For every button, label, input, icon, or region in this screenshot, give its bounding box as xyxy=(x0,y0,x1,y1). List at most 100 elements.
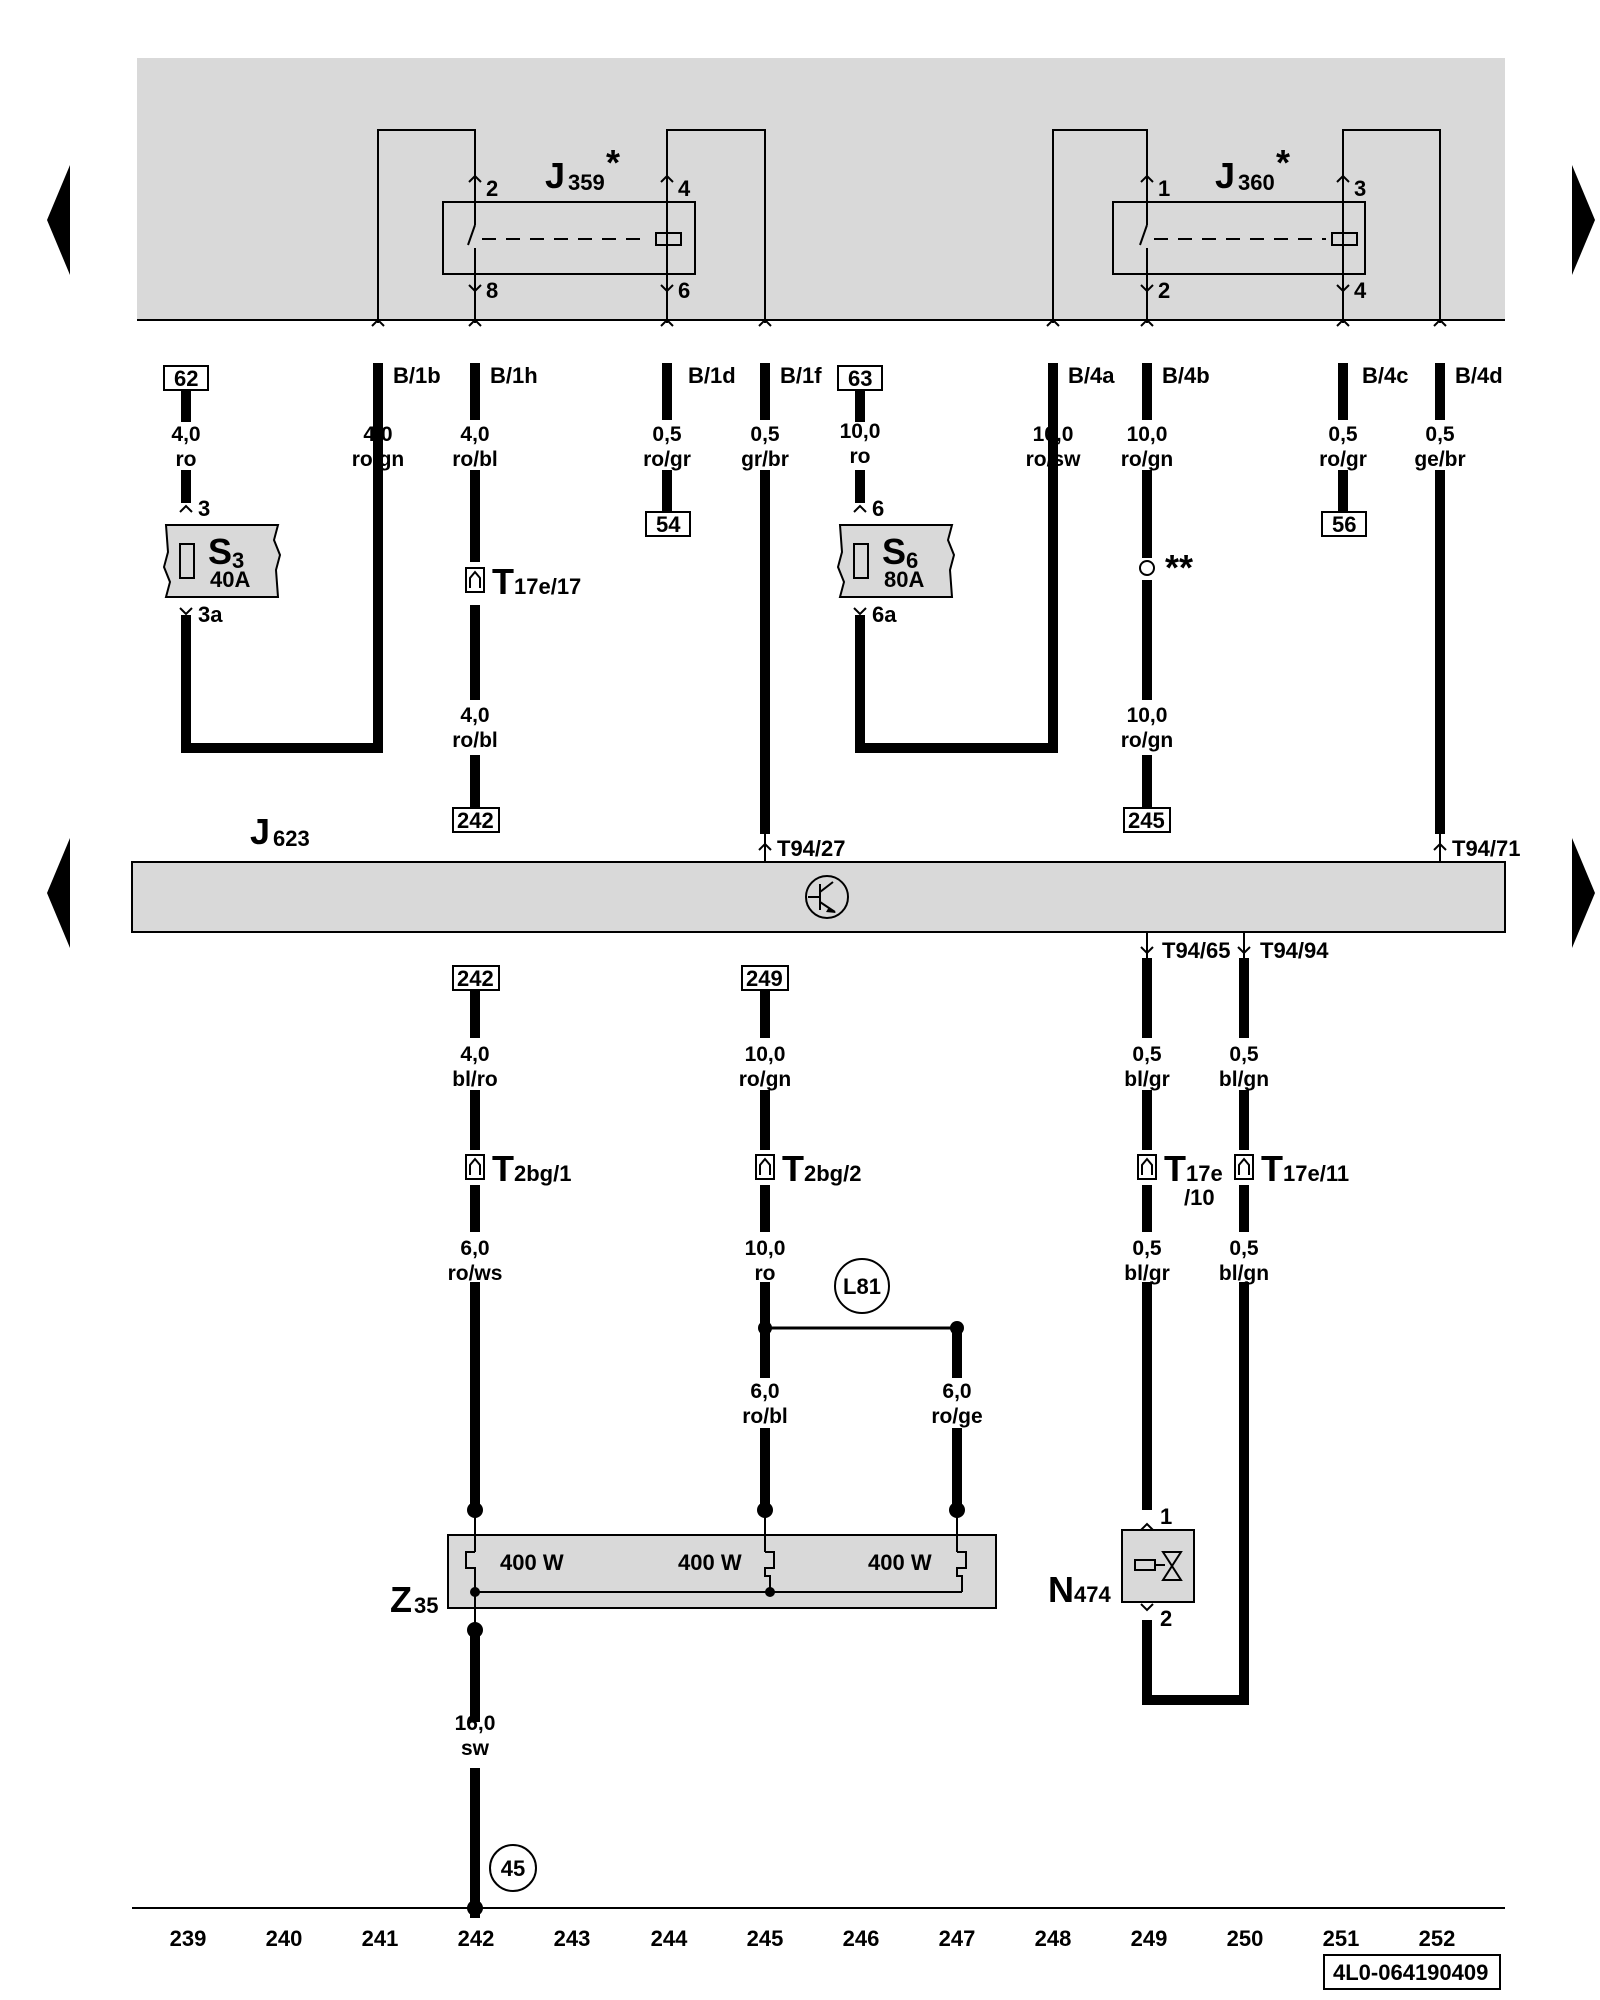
wire-63-color: ro xyxy=(850,445,871,468)
wire-b4a-color: ro/sw xyxy=(1026,448,1082,471)
ref-box-249[interactable]: 249 xyxy=(741,965,789,991)
connector-t2bg1-label: T xyxy=(492,1148,514,1189)
ref-circle-l81[interactable]: L81 xyxy=(834,1258,890,1314)
next-page-arrow-top[interactable] xyxy=(1572,165,1595,275)
fuse-s3-name: S xyxy=(208,531,232,572)
connector-t17e11-icon xyxy=(1234,1154,1254,1180)
valve-name: N xyxy=(1048,1569,1074,1610)
connector-t2bg2-icon xyxy=(755,1154,775,1180)
relay-j360 xyxy=(1052,129,1441,323)
wire-b1f-size: 0,5 xyxy=(750,423,780,446)
wire-b1b-size: 4,0 xyxy=(363,423,392,446)
connector-t2bg2-label: T xyxy=(782,1148,804,1189)
control-unit-number: 623 xyxy=(273,826,310,851)
track-250: 250 xyxy=(1227,1926,1264,1951)
track-243: 243 xyxy=(554,1926,591,1951)
fuse-s3-pin-out: 3a xyxy=(198,602,223,627)
svg-text:242: 242 xyxy=(457,966,494,991)
connector-t2bg2-number: 2bg/2 xyxy=(804,1161,861,1186)
wire-63-size: 10,0 xyxy=(840,420,881,443)
wire-b1d-color: ro/gr xyxy=(643,448,691,471)
ref-box-245[interactable]: 245 xyxy=(1123,807,1171,833)
wire-ground-size: 16,0 xyxy=(455,1712,496,1735)
fuse-s3-rating: 40A xyxy=(210,567,250,592)
terminal-b4b: B/4b xyxy=(1162,363,1210,388)
wire-b4b-color: ro/gn xyxy=(1121,448,1174,471)
heater-z35 xyxy=(447,1534,997,1609)
relay-j360-name: J xyxy=(1215,155,1235,196)
wire-t94b-color: bl/gn xyxy=(1219,1262,1269,1285)
relay-j359-pin-4: 4 xyxy=(678,176,691,201)
relay-j359 xyxy=(377,129,766,323)
wire-242b-color: ro/ws xyxy=(448,1262,503,1285)
heater-elements xyxy=(465,1510,967,1630)
fuse-s6-rating: 80A xyxy=(884,567,924,592)
pin-t94-65: T94/65 xyxy=(1162,938,1231,963)
control-unit-name: J xyxy=(250,811,270,852)
heater-common-node xyxy=(470,1587,480,1597)
svg-text:56: 56 xyxy=(1332,512,1356,537)
ref-circle-45[interactable]: 45 xyxy=(489,1844,537,1892)
next-page-arrow-bottom[interactable] xyxy=(1572,838,1595,948)
wire-249d-size: 6,0 xyxy=(942,1380,971,1403)
track-249: 249 xyxy=(1131,1926,1168,1951)
ref-box-62[interactable]: 62 xyxy=(163,365,209,391)
wire-62-size: 4,0 xyxy=(171,423,200,446)
wire-b4c-size: 0,5 xyxy=(1328,423,1358,446)
ref-box-63[interactable]: 63 xyxy=(837,365,883,391)
wire-242b-size: 6,0 xyxy=(460,1237,489,1260)
wire-249b-color: ro xyxy=(755,1262,776,1285)
wire-249-size: 10,0 xyxy=(745,1043,786,1066)
pin-t94-27: T94/27 xyxy=(777,836,846,861)
heater-name: Z xyxy=(390,1579,412,1620)
terminal-b1h: B/1h xyxy=(490,363,538,388)
wire-t94-size: 0,5 xyxy=(1229,1043,1259,1066)
connector-t2bg1-number: 2bg/1 xyxy=(514,1161,571,1186)
wire-b4b-size-2: 10,0 xyxy=(1127,704,1168,727)
prev-page-arrow-bottom[interactable] xyxy=(47,838,70,948)
heater-node-2 xyxy=(765,1587,775,1597)
document-code-box: 4L0-064190409 xyxy=(1323,1954,1501,1990)
wire-242-color: bl/ro xyxy=(452,1068,498,1091)
relay-panel xyxy=(137,58,1505,320)
wire-249c-color: ro/bl xyxy=(742,1405,788,1428)
valve-pin1-marker xyxy=(1140,1522,1154,1531)
splice-point xyxy=(1139,560,1155,576)
track-244: 244 xyxy=(651,1926,688,1951)
relay-j359-pin-8: 8 xyxy=(486,278,498,303)
wire-t65-color: bl/gr xyxy=(1124,1068,1170,1091)
valve-pin-2: 2 xyxy=(1160,1606,1172,1631)
track-241: 241 xyxy=(362,1926,399,1951)
transistor-icon xyxy=(805,875,849,919)
terminal-b1f: B/1f xyxy=(780,363,822,388)
wire-t94b-size: 0,5 xyxy=(1229,1237,1259,1260)
wire-b4b-color-2: ro/gn xyxy=(1121,729,1174,752)
connector-t17e10-number: 17e xyxy=(1186,1161,1223,1186)
track-240: 240 xyxy=(266,1926,303,1951)
heater-element-1: 400 W xyxy=(500,1550,564,1575)
prev-page-arrow-top[interactable] xyxy=(47,165,70,275)
connector-t17e10-number-2: /10 xyxy=(1184,1185,1215,1210)
connector-t2bg1-icon xyxy=(465,1154,485,1180)
ref-box-54[interactable]: 54 xyxy=(645,511,691,537)
wire-249d-color: ro/ge xyxy=(931,1405,982,1428)
ref-box-242-top[interactable]: 242 xyxy=(452,807,500,833)
valve-icon xyxy=(1134,1551,1183,1581)
ref-box-242-lower[interactable]: 242 xyxy=(452,965,500,991)
relay-j359-mark: * xyxy=(606,142,620,183)
track-247: 247 xyxy=(939,1926,976,1951)
track-246: 246 xyxy=(843,1926,880,1951)
fuse-s6-pin-out: 6a xyxy=(872,602,897,627)
wire-t65b-color: bl/gr xyxy=(1124,1262,1170,1285)
svg-text:54: 54 xyxy=(656,512,681,537)
fuse-s3-number: 3 xyxy=(232,548,244,573)
wire-b4c-color: ro/gr xyxy=(1319,448,1367,471)
wire-b1h-size: 4,0 xyxy=(460,423,489,446)
svg-text:245: 245 xyxy=(1128,808,1165,833)
pin-t94-71: T94/71 xyxy=(1452,836,1521,861)
wire-b1h-color-2: ro/bl xyxy=(452,729,498,752)
relay-j360-pin-3: 3 xyxy=(1354,176,1366,201)
valve-number: 474 xyxy=(1074,1582,1111,1607)
fuse-s6-name: S xyxy=(882,531,906,572)
ref-box-56[interactable]: 56 xyxy=(1321,511,1367,537)
